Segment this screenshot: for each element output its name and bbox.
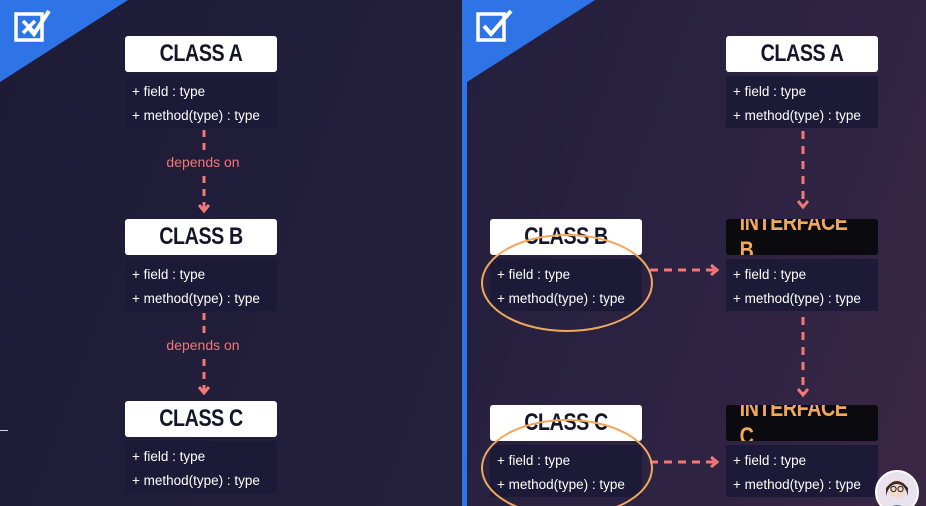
right-class-b-box: CLASS B + field : type + method(type) : … bbox=[490, 219, 642, 311]
panel-divider bbox=[462, 0, 467, 506]
class-a-box: CLASS A + field : type + method(type) : … bbox=[125, 36, 277, 128]
interface-b-box: INTERFACE B + field : type + method(type… bbox=[726, 219, 878, 311]
edge-marker bbox=[0, 430, 8, 431]
right-class-a-box: CLASS A + field : type + method(type) : … bbox=[726, 36, 878, 128]
right-class-b-method: + method(type) : type bbox=[497, 291, 625, 306]
class-c-field: + field : type bbox=[132, 449, 206, 464]
checkbox-check-icon bbox=[476, 9, 513, 42]
interface-c-box: INTERFACE C + field : type + method(type… bbox=[726, 405, 878, 497]
right-panel: CLASS A + field : type + method(type) : … bbox=[467, 0, 926, 506]
right-class-c-members: + field : type + method(type) : type bbox=[490, 445, 642, 497]
class-a-field: + field : type bbox=[132, 84, 206, 99]
class-b-box: CLASS B + field : type + method(type) : … bbox=[125, 219, 277, 311]
interface-c-header: INTERFACE C bbox=[726, 405, 878, 441]
class-b-field: + field : type bbox=[132, 267, 206, 282]
class-a-header: CLASS A bbox=[125, 36, 277, 72]
interface-c-field: + field : type bbox=[733, 453, 807, 468]
checkbox-x-icon bbox=[14, 9, 51, 42]
interface-b-method: + method(type) : type bbox=[733, 291, 861, 306]
presenter-avatar bbox=[875, 470, 919, 506]
class-c-title: CLASS C bbox=[159, 405, 243, 432]
right-class-c-method: + method(type) : type bbox=[497, 477, 625, 492]
class-c-box: CLASS C + field : type + method(type) : … bbox=[125, 401, 277, 493]
interface-b-members: + field : type + method(type) : type bbox=[726, 259, 878, 311]
right-class-a-method: + method(type) : type bbox=[733, 108, 861, 123]
right-class-a-field: + field : type bbox=[733, 84, 807, 99]
right-class-a-title: CLASS A bbox=[760, 40, 844, 67]
right-class-b-field: + field : type bbox=[497, 267, 571, 282]
interface-c-method: + method(type) : type bbox=[733, 477, 861, 492]
right-class-a-members: + field : type + method(type) : type bbox=[726, 76, 878, 128]
right-class-c-header: CLASS C bbox=[490, 405, 642, 441]
right-class-a-header: CLASS A bbox=[726, 36, 878, 72]
left-panel: CLASS A + field : type + method(type) : … bbox=[0, 0, 462, 506]
right-class-b-title: CLASS B bbox=[524, 223, 608, 250]
right-class-b-header: CLASS B bbox=[490, 219, 642, 255]
class-c-method: + method(type) : type bbox=[132, 473, 260, 488]
interface-b-header: INTERFACE B bbox=[726, 219, 878, 255]
right-class-b-members: + field : type + method(type) : type bbox=[490, 259, 642, 311]
class-a-method: + method(type) : type bbox=[132, 108, 260, 123]
depends-on-label-2: depends on bbox=[166, 337, 240, 353]
interface-c-title: INTERFACE C bbox=[739, 405, 848, 441]
interface-b-field: + field : type bbox=[733, 267, 807, 282]
right-class-c-field: + field : type bbox=[497, 453, 571, 468]
right-class-c-title: CLASS C bbox=[524, 409, 608, 436]
right-class-c-box: CLASS C + field : type + method(type) : … bbox=[490, 405, 642, 497]
depends-on-label-1: depends on bbox=[166, 154, 240, 170]
class-b-header: CLASS B bbox=[125, 219, 277, 255]
class-a-members: + field : type + method(type) : type bbox=[125, 76, 277, 128]
class-b-members: + field : type + method(type) : type bbox=[125, 259, 277, 311]
class-b-method: + method(type) : type bbox=[132, 291, 260, 306]
class-a-title: CLASS A bbox=[159, 40, 243, 67]
interface-c-members: + field : type + method(type) : type bbox=[726, 445, 878, 497]
class-b-title: CLASS B bbox=[159, 223, 243, 250]
interface-b-title: INTERFACE B bbox=[739, 219, 848, 255]
class-c-members: + field : type + method(type) : type bbox=[125, 441, 277, 493]
class-c-header: CLASS C bbox=[125, 401, 277, 437]
